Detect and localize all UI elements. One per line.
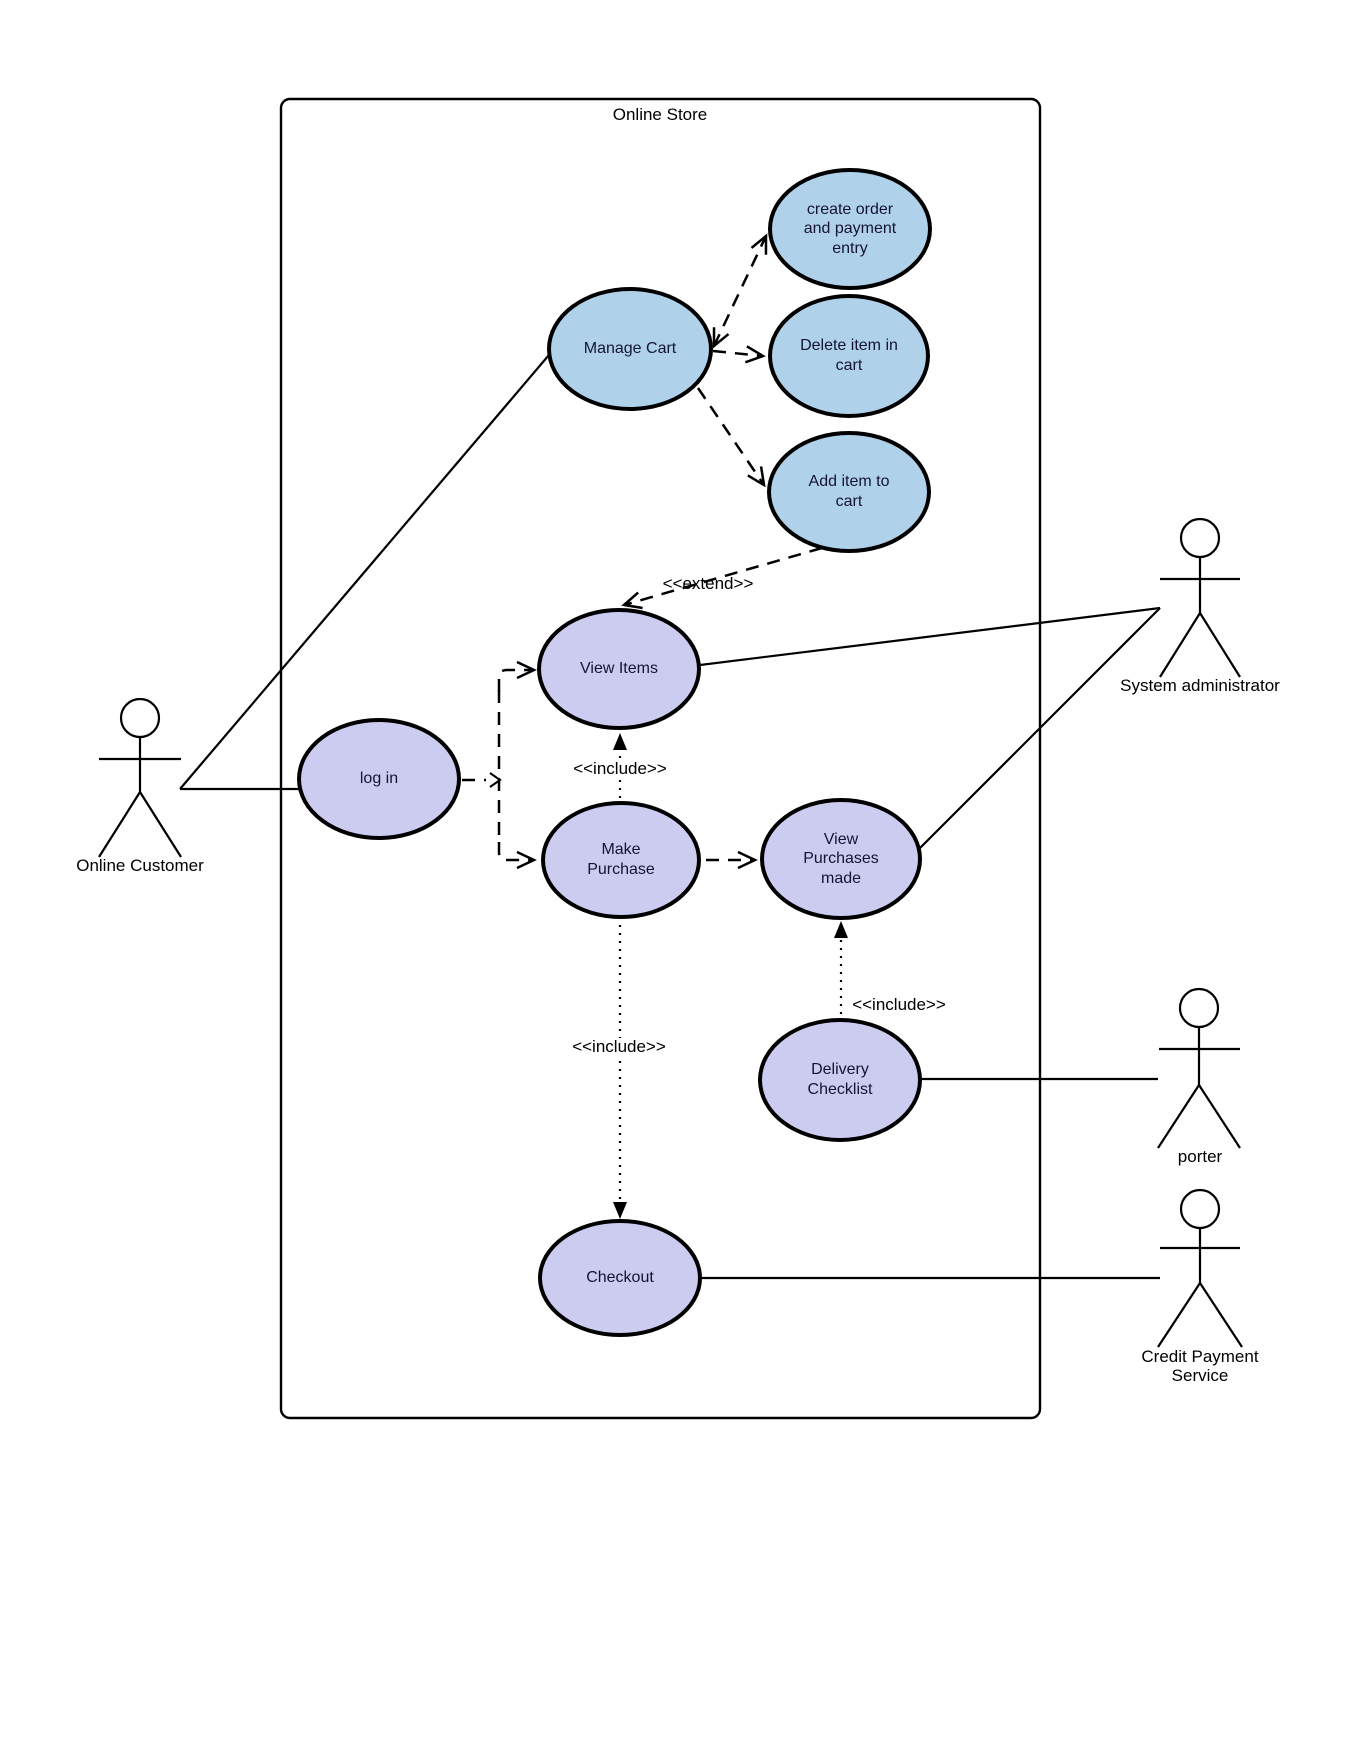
use-case-manage-cart[interactable]: Manage Cart [547, 287, 713, 411]
use-case-create-order[interactable]: create order and payment entry [768, 168, 932, 290]
actor-body [98, 737, 182, 858]
include-stereotype-label: <<include>> [570, 759, 670, 779]
include-arrowhead-viewpurchases [834, 921, 848, 938]
use-case-label: Add item to cart [808, 473, 890, 510]
actor-label-online-customer: Online Customer [76, 856, 204, 875]
connector-extend-additem-viewitems[interactable] [621, 546, 823, 610]
use-case-label: create order and payment entry [803, 200, 897, 257]
actor-system-administrator[interactable] [1159, 517, 1241, 678]
connector-customer-managecart[interactable] [179, 341, 561, 790]
connector-managecart-deleteitem[interactable] [712, 345, 766, 364]
use-case-label: Manage Cart [583, 340, 677, 358]
use-case-label: Delivery Checklist [807, 1061, 873, 1098]
include-arrowhead-viewitems [613, 733, 627, 750]
use-case-log-in[interactable]: log in [297, 718, 461, 840]
use-case-label: Checkout [586, 1269, 654, 1287]
actor-head [119, 697, 161, 739]
connector-login-branch-fork [489, 772, 502, 788]
use-case-label: Make Purchase [587, 841, 655, 878]
include-stereotype-label: <<include>> [569, 1037, 669, 1057]
use-case-label: View Items [580, 660, 658, 678]
connector-viewpurchases-admin[interactable] [911, 607, 1161, 857]
actor-credit-payment-service[interactable] [1157, 1188, 1243, 1348]
actor-body [1157, 1027, 1241, 1149]
use-case-make-purchase[interactable]: Make Purchase [541, 801, 701, 919]
include-stereotype-label: <<include>> [852, 995, 946, 1014]
include-arrowhead-checkout [613, 1202, 627, 1219]
use-case-view-items[interactable]: View Items [537, 608, 701, 730]
system-boundary-title: Online Store [612, 105, 708, 124]
use-case-checkout[interactable]: Checkout [538, 1219, 702, 1337]
actor-label-system-administrator: System administrator [1120, 676, 1280, 695]
connector-viewitems-admin[interactable] [691, 606, 1161, 668]
actor-head [1179, 1188, 1221, 1230]
use-case-view-purchases[interactable]: View Purchases made [760, 798, 922, 920]
actor-label-credit-payment-service: Credit Payment Service [1141, 1347, 1259, 1385]
use-case-add-item[interactable]: Add item to cart [767, 431, 931, 553]
actor-porter[interactable] [1157, 987, 1241, 1149]
actor-body [1159, 557, 1241, 678]
actor-head [1179, 517, 1221, 559]
use-case-delete-item[interactable]: Delete item in cart [768, 294, 930, 418]
actor-online-customer[interactable] [98, 697, 182, 858]
connector-login-makepurchase[interactable] [497, 842, 537, 870]
extend-stereotype-label: <<extend>> [662, 574, 754, 593]
use-case-label: Delete item in cart [800, 337, 898, 374]
actor-body [1157, 1228, 1243, 1348]
connector-managecart-createorder[interactable] [712, 233, 768, 349]
actor-label-porter: porter [1177, 1147, 1223, 1166]
connector-login-viewitems[interactable] [497, 660, 537, 692]
system-boundary-box[interactable] [279, 97, 1042, 1420]
use-case-label: log in [359, 770, 399, 788]
actor-head [1178, 987, 1220, 1029]
use-case-delivery-checklist[interactable]: Delivery Checklist [758, 1018, 922, 1142]
use-case-label: View Purchases made [803, 830, 879, 887]
connector-managecart-additem[interactable] [696, 387, 766, 488]
